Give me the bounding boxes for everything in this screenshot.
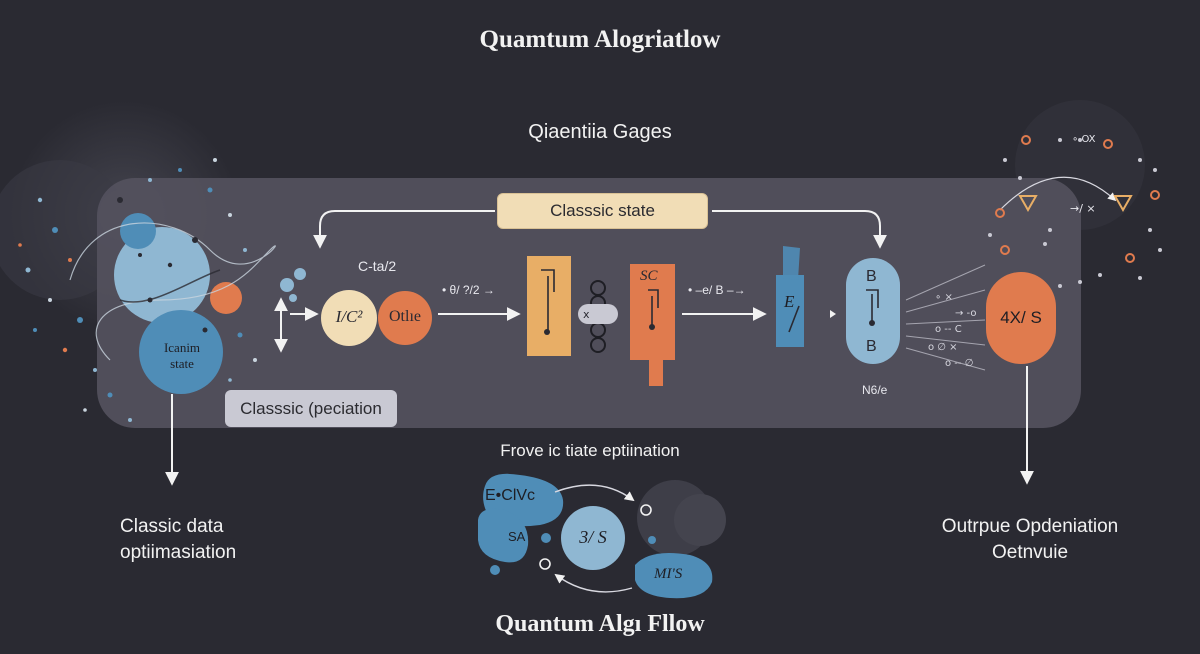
output-caption-line1: Outrpue Opdeniation <box>941 516 1119 537</box>
ratio-gate-node <box>321 290 377 346</box>
svg-text:o ∅ ×: o ∅ × <box>928 342 958 353</box>
otile-gate-label: Otlıe <box>389 308 421 325</box>
bottom-dark-blob <box>674 494 726 546</box>
b-gate-label-top: B <box>866 268 877 285</box>
classic-data-caption-line1: Classic data <box>120 516 224 537</box>
svg-text:→ -o: → -o <box>955 308 976 319</box>
arrow-label-theta: • θ/ ?/2 → <box>442 283 495 297</box>
output-caption: Outrpue Opdeniation Oetnvuie <box>880 514 1180 566</box>
svg-text:o -- C: o -- C <box>935 324 962 335</box>
main-panel <box>97 178 1081 428</box>
bottom-heading: Frove ic tiate eptiination <box>500 441 680 460</box>
classic-operation-chip: Classsic (peciation <box>225 390 397 427</box>
e-gate-label: E <box>784 292 795 311</box>
b-gate-pill <box>846 258 900 364</box>
bottom-dot <box>609 502 615 508</box>
bottom-dot <box>541 533 551 543</box>
b-gate-label-bottom: B <box>866 338 877 355</box>
bottom-left-blob-label: SA <box>508 529 526 544</box>
orbit-symbol: ∘ OX <box>1072 134 1096 145</box>
e-gate-flag <box>783 246 800 280</box>
bottom-arc-bottom <box>554 573 633 593</box>
light-blue-dot <box>294 268 306 280</box>
bottom-ring <box>640 504 652 516</box>
sc-gate-dot <box>649 324 655 330</box>
bottom-ring <box>539 558 551 570</box>
svg-text:o -- ∅: o -- ∅ <box>945 358 973 369</box>
orbit-triangle <box>1113 195 1133 213</box>
output-caption-line2: Oetnvuie <box>991 542 1069 563</box>
footer-title: Quantum Algı Fllow <box>495 611 705 637</box>
gate-bracket <box>541 269 555 330</box>
orbit-triangle <box>1018 195 1038 213</box>
loop-arrow-right <box>712 210 887 249</box>
orbit-curve <box>69 222 276 361</box>
b-gate-dot <box>869 320 875 326</box>
arrow-label-beta: • –e/ B –→ <box>688 283 746 297</box>
sc-gate-tail <box>649 358 663 386</box>
orbit-dots <box>995 135 1160 263</box>
small-blue-circle <box>120 213 156 249</box>
quantum-state-label-line2: state <box>170 356 194 371</box>
output-node-label: 4X/ S <box>1000 308 1042 327</box>
particle-field <box>18 158 257 422</box>
quantum-state-label: Icanim state <box>147 340 217 372</box>
orbit-arc <box>999 176 1117 211</box>
diagram-subtitle: Qiaentiia Gages <box>528 121 672 143</box>
orbit-symbol: →/ × <box>1070 202 1096 215</box>
classic-state-chip: Classsic state <box>497 193 708 229</box>
otile-gate-node <box>378 291 432 345</box>
e-gate-slash <box>788 305 800 333</box>
svg-text:∘ ×: ∘ × <box>935 292 953 303</box>
bottom-blob-right <box>635 552 713 599</box>
bottom-dot <box>490 565 500 575</box>
ratio-gate-label: I/C² <box>335 307 363 326</box>
orbit-curve <box>119 269 221 303</box>
bottom-right-blob-label: MI'S <box>654 566 683 582</box>
orbit-small-dots <box>988 138 1162 288</box>
small-arrowhead <box>830 310 836 318</box>
quantum-state-label-line1: Icanim <box>163 340 201 355</box>
nq-label: N6/e <box>862 383 888 397</box>
gate-dot <box>544 329 550 335</box>
qubit-chain: x <box>578 280 618 353</box>
bottom-arc-top <box>554 484 635 502</box>
quantum-state-circle <box>139 310 223 394</box>
output-node <box>986 272 1056 364</box>
bottom-center-node <box>561 506 625 570</box>
e-gate-block <box>776 275 804 347</box>
b-gate-bracket <box>866 289 879 322</box>
measurement-noise <box>905 264 986 371</box>
light-blue-dot <box>289 294 297 302</box>
loop-arrow-left <box>313 210 495 249</box>
diagram-title: Quamtum Alogriatlow <box>479 26 721 53</box>
bottom-top-blob-label: E•ClVc <box>485 487 536 504</box>
tan-gate-block <box>527 256 571 356</box>
bottom-blob-left <box>478 508 529 563</box>
bottom-dot <box>648 536 656 544</box>
sc-gate-bracket <box>648 289 659 326</box>
light-blue-dot <box>280 278 294 292</box>
classic-data-caption-line2: optiimasiation <box>120 542 237 563</box>
noise-symbols: ∘ ×→ -o o -- C o ∅ × o -- ∅ <box>928 292 976 369</box>
bottom-center-node-label: 3/ S <box>579 527 607 547</box>
sc-gate-label: SC <box>640 268 658 284</box>
svg-text:x: x <box>583 308 590 321</box>
classic-data-caption: Classic data optiimasiation <box>120 514 236 566</box>
formula-top-label: C-ta/2 <box>358 258 397 274</box>
